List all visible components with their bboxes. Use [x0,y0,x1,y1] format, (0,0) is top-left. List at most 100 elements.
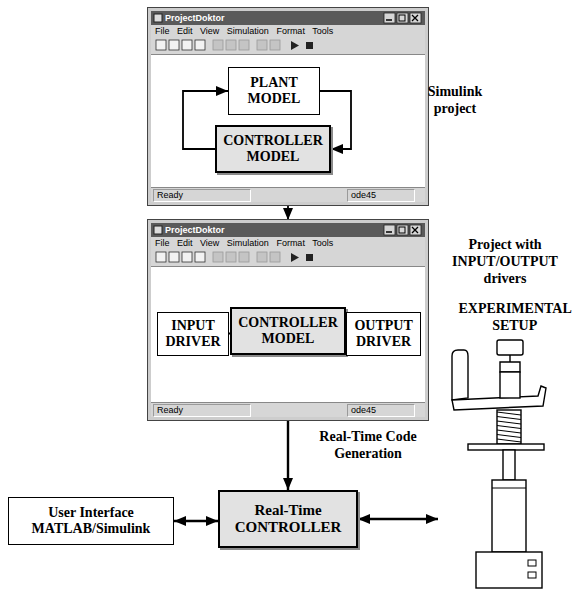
window-button [410,225,421,235]
minimize-glyph [386,231,392,233]
stop-button [306,254,313,261]
toolbar-button [182,40,192,50]
maximize-glyph [399,227,405,233]
window-buttons [383,223,423,237]
minimize-glyph [386,19,392,21]
window-button [384,225,395,235]
spring-coil [497,426,521,429]
title-bar: ProjectDoktor [151,11,425,25]
toolbar-button [169,252,179,262]
spring-housing [497,410,521,444]
status-bar: Ready ode45 [151,402,425,417]
cylinder-ring [492,488,526,489]
status-text: Ready [153,404,251,417]
connector-arrow [358,518,438,520]
title-bar: ProjectDoktor [151,223,425,237]
box-label: CONTROLLER MODEL [223,133,323,165]
window-icon [152,223,164,237]
box-label: INPUT DRIVER [165,318,220,350]
box-label: CONTROLLER MODEL [238,315,338,347]
spring-coil [497,417,521,420]
menu-bar: File Edit View Simulation Format Tools [151,25,425,37]
toolbar-button [195,40,205,50]
toolbar-button [270,252,280,262]
status-bar: Ready ode45 [151,187,425,202]
maximize-glyph [399,15,405,21]
box-label: User Interface MATLAB/Simulink [16,505,166,537]
menu-bar: File Edit View Simulation Format Tools [151,237,425,249]
solver-name: ode45 [347,189,415,202]
toolbar-button [257,40,267,50]
status-text: Ready [153,189,251,202]
seat-back [452,350,468,400]
head-block [497,340,523,355]
window-buttons [383,11,423,25]
controller-box: CONTROLLER MODEL [215,125,331,173]
icon-shape [154,226,162,234]
actuator-cylinder [492,480,526,552]
window-title: ProjectDoktor [151,223,425,237]
sensor-block [500,362,520,372]
interface-box: User Interface MATLAB/Simulink [8,497,174,545]
seat-support [500,372,520,398]
toolbar-button [213,40,223,50]
toolbar-icons [153,37,423,54]
menu-items: File Edit View Simulation Format Tools [151,25,425,37]
toolbar-button [226,252,236,262]
edge-label: Real-Time Code Generation [312,428,424,462]
stop-button [306,42,313,49]
window-button [397,225,408,235]
menu-items: File Edit View Simulation Format Tools [151,237,425,249]
run-button [291,253,299,262]
connector-port [528,572,536,578]
setup-heading: EXPERIMENTAL SETUP [458,300,571,334]
window-icon [152,11,164,25]
annotation-label: Simulink project [405,83,505,117]
run-button [291,41,299,50]
window-button [397,13,408,23]
driver-box: OUTPUT DRIVER [346,312,421,356]
icon-shape [154,14,162,22]
spring-coil [497,421,521,424]
box-label: Real-Time CONTROLLER [235,502,342,536]
toolbar-button [239,252,249,262]
head-post [509,355,510,362]
plant-box: PLANT MODEL [228,67,320,115]
toolbar-button [213,252,223,262]
connector-arrow [174,520,218,522]
spring-coil [497,439,521,442]
toolbar-button [195,252,205,262]
driver-box: INPUT DRIVER [157,312,229,356]
controller-box: CONTROLLER MODEL [230,307,346,355]
experimental-setup: EXPERIMENTAL SETUP [438,298,573,593]
toolbar-button [156,252,166,262]
toolbar [151,249,425,267]
box-label: PLANT MODEL [248,75,301,107]
toolbar-button [169,40,179,50]
realtime-controller-box: Real-Time CONTROLLER [218,490,358,548]
platform-plate [468,444,544,450]
annotation-label: Project with INPUT/OUTPUT drivers [438,236,572,287]
box-label: OUTPUT DRIVER [354,318,412,350]
window-button [384,13,395,23]
toolbar-button [156,40,166,50]
rig-drawing [452,340,546,588]
connector-port [528,560,536,566]
close-glyph [412,227,418,233]
toolbar-button [270,40,280,50]
connector-arrow [287,420,289,490]
toolbar-icons [153,249,423,266]
simulink-window: ProjectDoktorFile Edit View Simulation F… [148,220,428,420]
seat-pan [452,386,546,410]
spring-coil [497,430,521,433]
toolbar-button [257,252,267,262]
window-button [410,13,421,23]
solver-name: ode45 [347,404,415,417]
toolbar-button [182,252,192,262]
simulink-window: ProjectDoktorFile Edit View Simulation F… [148,8,428,205]
seat-test-rig [438,298,573,593]
spring-coil [497,435,521,438]
toolbar [151,37,425,55]
